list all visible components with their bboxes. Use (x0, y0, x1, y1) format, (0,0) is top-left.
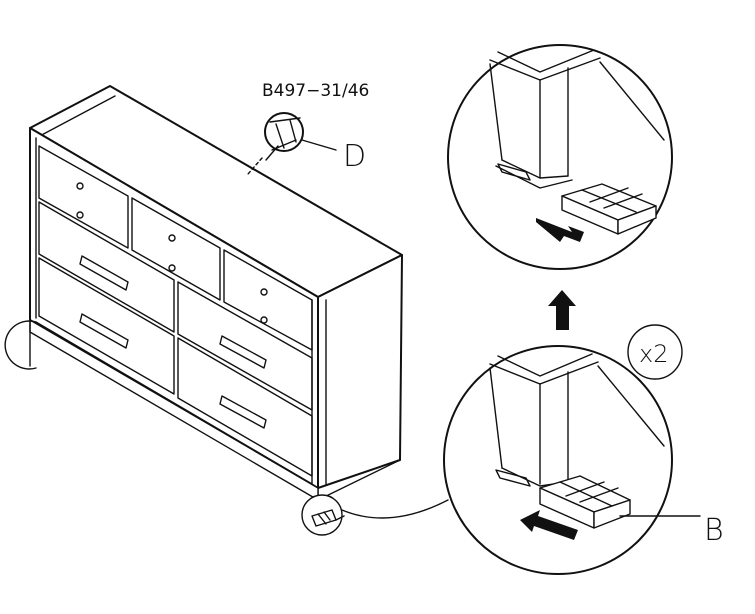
quantity-badge: x2 (627, 324, 683, 380)
drawer-bottom-left (38, 257, 175, 395)
drawer-top-left (38, 145, 129, 249)
felt-pad-bottom (539, 475, 631, 529)
drawer-middle-left (38, 201, 175, 333)
detail-circle-bottom: B (443, 345, 724, 575)
drawer-middle-right (177, 281, 313, 411)
felt-pad-top (561, 183, 657, 235)
arrow-right-icon (536, 218, 584, 242)
wall-anchor-detail: B497−31/46 D (247, 81, 369, 175)
part-code-label: B497−31/46 (262, 81, 369, 101)
arrow-left-icon (520, 510, 578, 540)
detail-circle-top (447, 44, 673, 270)
foot-detail-circle-left (4, 320, 37, 370)
foot-detail-circle-right (301, 494, 343, 536)
quantity-label: x2 (639, 340, 668, 368)
drawer-bottom-right (177, 337, 313, 477)
dresser (4, 85, 449, 536)
drawer-top-middle (131, 197, 221, 301)
part-d-label: D (343, 139, 366, 174)
part-b-label: B (704, 513, 724, 548)
arrow-up-icon (548, 290, 576, 330)
drawer-top-right (223, 249, 313, 351)
